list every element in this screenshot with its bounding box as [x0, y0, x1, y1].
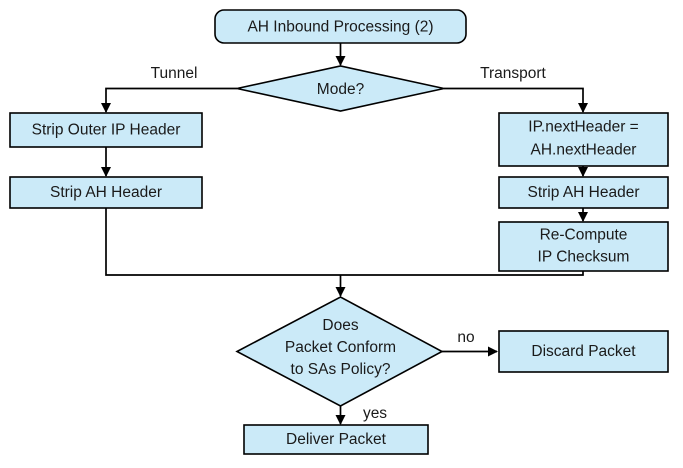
policy-decision-shape: [235, 296, 444, 407]
mode-decision-label: Mode?: [317, 81, 365, 98]
policy-decision-line1: Does: [322, 317, 358, 334]
node-recompute-checksum[interactable]: Re-Compute IP Checksum: [498, 221, 669, 272]
connector-mode-to-strip-outer-ip: [100, 87, 237, 114]
node-ip-next-header[interactable]: IP.nextHeader = AH.nextHeader: [498, 112, 669, 167]
discard-packet-shape: [498, 330, 669, 373]
ip-next-header-line2: AH.nextHeader: [531, 142, 637, 159]
node-deliver-packet[interactable]: Deliver Packet: [243, 424, 429, 455]
start-shape: [214, 9, 467, 44]
node-discard-packet[interactable]: Discard Packet: [498, 330, 669, 373]
ip-next-header-line1: IP.nextHeader =: [528, 119, 638, 136]
policy-decision-line2: Packet Conform: [285, 339, 396, 356]
connector-tunnel-merge: [105, 207, 341, 276]
edge-label-tunnel: Tunnel: [151, 65, 198, 82]
strip-ah-header-transport-label: Strip AH Header: [528, 184, 640, 201]
node-strip-outer-ip-header[interactable]: Strip Outer IP Header: [9, 112, 203, 148]
strip-ah-header-transport-shape: [498, 176, 669, 209]
deliver-packet-label: Deliver Packet: [286, 431, 387, 448]
strip-ah-header-tunnel-shape: [9, 176, 203, 209]
strip-outer-ip-header-shape: [9, 112, 203, 148]
node-start[interactable]: AH Inbound Processing (2): [214, 9, 467, 44]
connector-mode-to-ip-nextheader: [444, 87, 589, 114]
policy-decision-line3: to SAs Policy?: [291, 361, 391, 378]
recompute-checksum-line1: Re-Compute: [540, 227, 628, 244]
discard-packet-label: Discard Packet: [531, 343, 636, 360]
mode-decision-shape: [236, 65, 445, 112]
edge-label-transport: Transport: [480, 65, 546, 82]
recompute-checksum-shape: [498, 221, 669, 272]
edge-label-yes: yes: [363, 405, 387, 422]
deliver-packet-shape: [243, 424, 429, 455]
edge-label-no: no: [457, 329, 474, 346]
node-mode-decision[interactable]: Mode?: [236, 65, 445, 112]
node-strip-ah-header-transport[interactable]: Strip AH Header: [498, 176, 669, 209]
strip-ah-header-tunnel-label: Strip AH Header: [50, 184, 162, 201]
node-policy-decision[interactable]: Does Packet Conform to SAs Policy?: [235, 296, 444, 407]
recompute-checksum-line2: IP Checksum: [538, 249, 630, 266]
ip-next-header-shape: [498, 112, 669, 167]
start-label: AH Inbound Processing (2): [247, 19, 433, 36]
strip-outer-ip-header-label: Strip Outer IP Header: [32, 122, 181, 139]
node-strip-ah-header-tunnel[interactable]: Strip AH Header: [9, 176, 203, 209]
